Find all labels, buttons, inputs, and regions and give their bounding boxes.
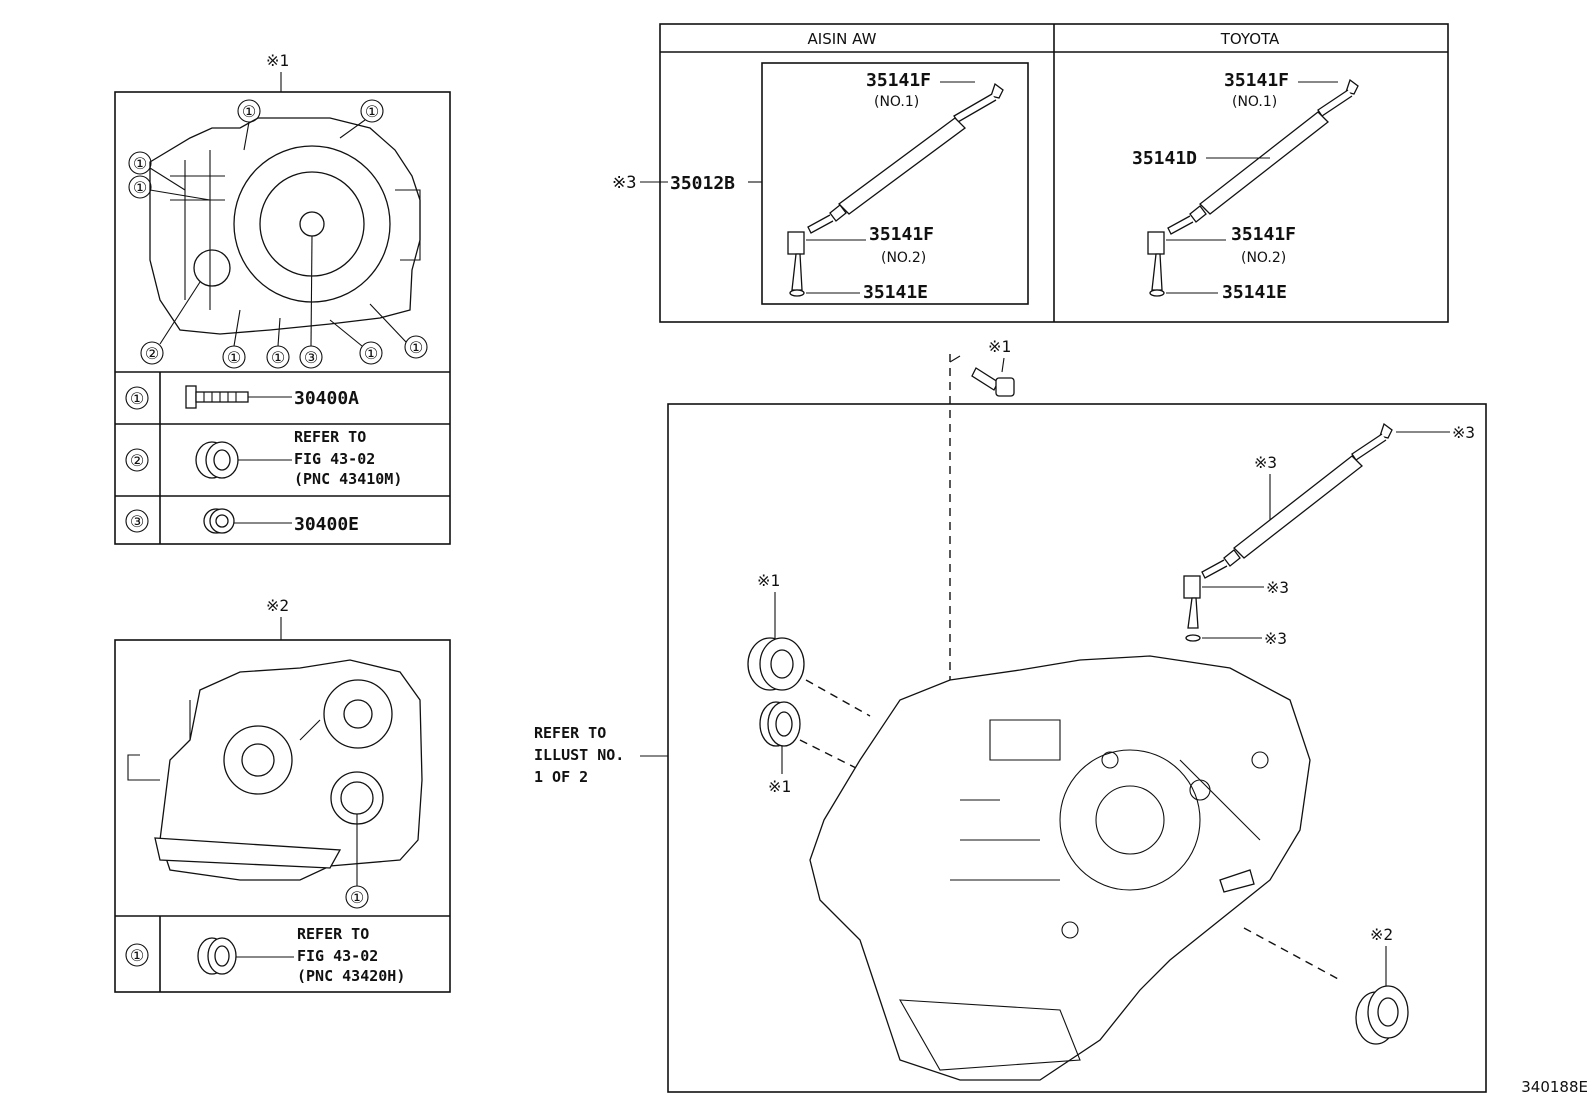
toyota-note-top: (NO.1) — [1232, 94, 1277, 110]
toyota-note-mid: (NO.2) — [1241, 250, 1286, 266]
aisin-part-oring: 35141E — [863, 282, 928, 303]
seal-mark-bottom: ※1 — [768, 777, 791, 796]
panel2-line3: (PNC 43420H) — [297, 967, 405, 985]
brand-header-toyota: TOYOTA — [1220, 30, 1280, 48]
svg-text:①: ① — [133, 178, 147, 197]
svg-text:①: ① — [271, 348, 285, 367]
hose-mark-2: ※3 — [1254, 453, 1277, 472]
oil-seal-icon — [195, 441, 239, 479]
toyota-part-mid: 35141F — [1231, 224, 1296, 245]
transmission-case-icon — [149, 117, 421, 335]
panel2-line2: FIG 43-02 — [297, 947, 378, 965]
svg-text:①: ① — [133, 154, 147, 173]
main-illustration: ※1 ※1 ※1 REFER TO ILLUST NO. 1 OF 2 — [534, 337, 1487, 1093]
cooler-hose-icon — [1147, 78, 1359, 297]
main-frame — [667, 403, 1487, 1093]
row2-line2: FIG 43-02 — [294, 450, 375, 468]
oil-seal-icon — [203, 508, 235, 534]
aisin-hose-box — [761, 62, 1029, 305]
aisin-part-top: 35141F — [866, 70, 931, 91]
row2-line3: (PNC 43410M) — [294, 470, 402, 488]
svg-text:①: ① — [409, 338, 423, 357]
aisin-part-mid: 35141F — [869, 224, 934, 245]
bolt-mark: ※1 — [988, 337, 1011, 356]
refer-line2: ILLUST NO. — [534, 746, 624, 764]
brand-table: AISIN AW TOYOTA ※3 35012B 35141F (NO.1) … — [612, 23, 1449, 323]
row2-key: ② — [130, 451, 144, 470]
brand-header-aisin: AISIN AW — [808, 30, 877, 48]
row3-key: ③ — [130, 512, 144, 531]
hose-mark-4: ※3 — [1264, 629, 1287, 648]
svg-text:①: ① — [364, 344, 378, 363]
svg-text:①: ① — [365, 102, 379, 121]
cooler-hose-icon — [1183, 422, 1393, 642]
cooler-hose-icon — [787, 82, 1004, 297]
svg-text:②: ② — [145, 344, 159, 363]
panel-2: ※2 ① ① REFER TO FIG 43-02 (PNC 434 — [114, 596, 451, 993]
oil-seal-icon — [759, 701, 801, 747]
panel2-callout: ① — [350, 888, 364, 907]
row1-key: ① — [130, 389, 144, 408]
panel-1: ※1 ① ① ① ① ② ① — [114, 51, 451, 545]
row2-line1: REFER TO — [294, 428, 366, 446]
panel2-line1: REFER TO — [297, 925, 369, 943]
svg-text:①: ① — [242, 102, 256, 121]
assy-part-number: 35012B — [670, 173, 735, 194]
refer-line3: 1 OF 2 — [534, 768, 588, 786]
seal-mark-top: ※1 — [757, 571, 780, 590]
svg-text:①: ① — [227, 348, 241, 367]
oil-seal-icon — [747, 637, 805, 691]
toyota-part-oring: 35141E — [1222, 282, 1287, 303]
hose-mark-1: ※3 — [1452, 423, 1475, 442]
oil-seal-icon — [1355, 985, 1409, 1045]
aisin-note-mid: (NO.2) — [881, 250, 926, 266]
svg-text:③: ③ — [304, 348, 318, 367]
panel2-row-key: ① — [130, 946, 144, 965]
seal-right-mark: ※2 — [1370, 925, 1393, 944]
union-bolt-icon — [971, 367, 1015, 397]
panel2-mark: ※2 — [266, 596, 289, 615]
toyota-part-tube: 35141D — [1132, 148, 1197, 169]
aisin-note-top: (NO.1) — [874, 94, 919, 110]
diagram-id: 340188E — [1521, 1078, 1588, 1096]
refer-line1: REFER TO — [534, 724, 606, 742]
row3-part: 30400E — [294, 514, 359, 535]
assy-mark: ※3 — [612, 173, 636, 193]
panel1-callouts: ① ① ① ① ② ① ① ③ ① ① — [128, 99, 428, 369]
transmission-case-icon — [127, 659, 423, 881]
panel1-mark: ※1 — [266, 51, 289, 70]
toyota-part-top: 35141F — [1224, 70, 1289, 91]
row1-part: 30400A — [294, 388, 359, 409]
bolt-icon — [185, 385, 249, 409]
hose-mark-3: ※3 — [1266, 578, 1289, 597]
oil-seal-icon — [197, 937, 237, 975]
transmission-case-icon — [809, 655, 1311, 1081]
